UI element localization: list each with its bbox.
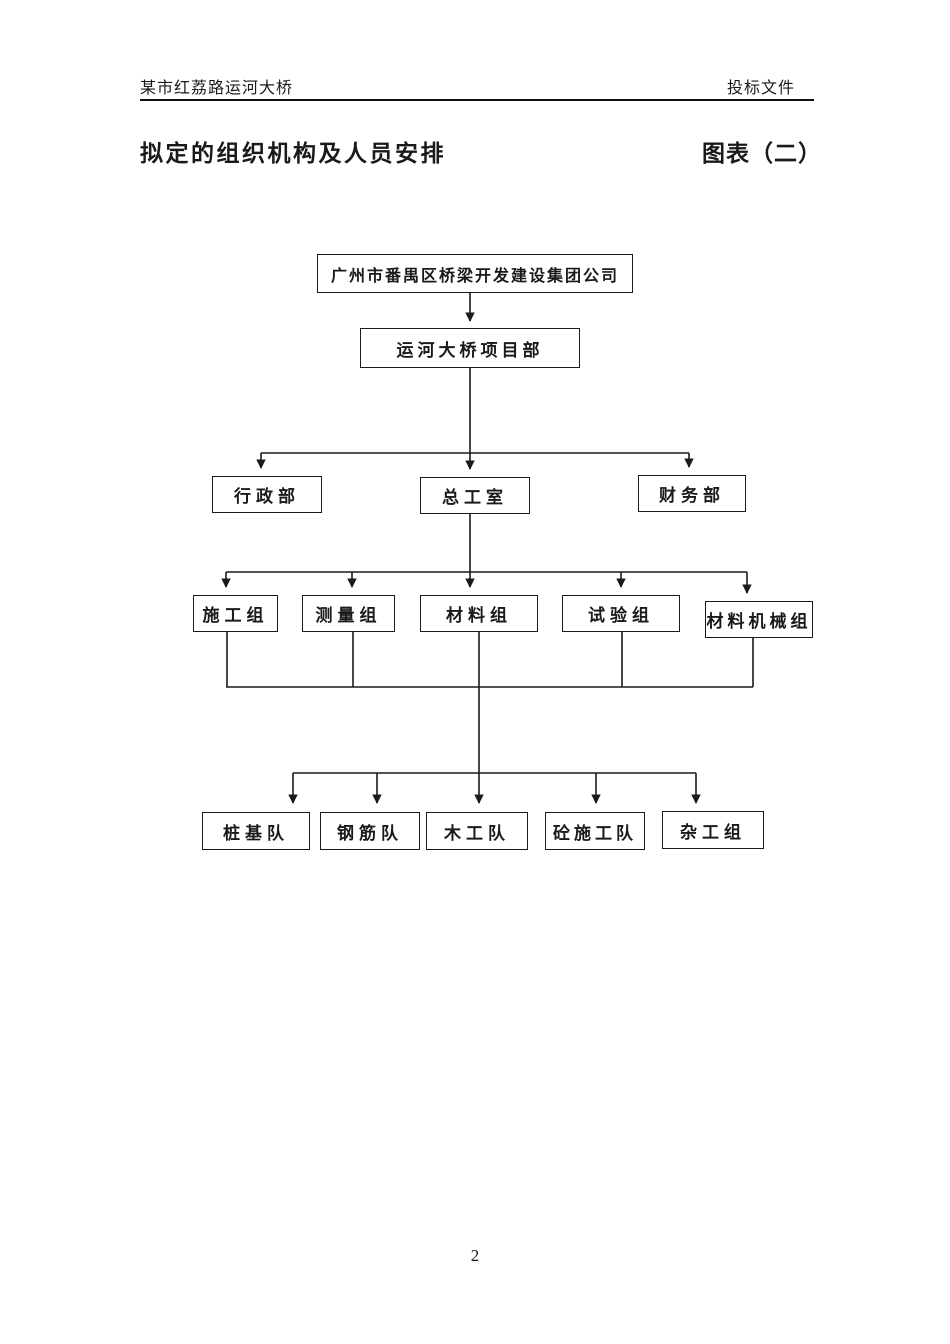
org-node-project-dept: 运河大桥项目部 xyxy=(360,328,580,368)
connector-arrow-lines xyxy=(221,293,752,804)
org-node-label: 行政部 xyxy=(234,487,300,506)
org-chart: 广州市番禺区桥梁开发建设集团公司 运河大桥项目部 行政部 总工室 财务部 施工组… xyxy=(193,254,813,850)
org-node-label: 运河大桥项目部 xyxy=(396,340,544,360)
org-node-rebar-team: 钢筋队 xyxy=(320,812,420,850)
header-rule xyxy=(140,99,814,102)
org-node-concrete-team: 砼施工队 xyxy=(545,812,645,850)
header-right-text: 投标文件 xyxy=(726,80,795,97)
org-node-label: 杂工组 xyxy=(680,822,746,842)
org-node-label: 桩基队 xyxy=(223,823,289,843)
org-node-pile-foundation-team: 桩基队 xyxy=(202,812,310,850)
org-node-label: 砼施工队 xyxy=(553,823,637,843)
org-node-carpentry-team: 木工队 xyxy=(426,812,528,850)
org-node-misc-work-team: 杂工组 xyxy=(662,811,764,849)
org-node-label: 材料组 xyxy=(446,606,512,625)
org-chart-connectors xyxy=(221,293,754,804)
chart-index-label: 图表（二） xyxy=(702,141,822,166)
connector-plain-lines xyxy=(226,452,754,774)
org-node-material-group: 材料组 xyxy=(420,595,538,632)
org-node-label: 广州市番禺区桥梁开发建设集团公司 xyxy=(330,267,619,285)
org-node-label: 材料机械组 xyxy=(706,612,812,631)
org-node-survey-group: 测量组 xyxy=(302,595,395,632)
org-node-construction-group: 施工组 xyxy=(193,595,278,632)
org-node-label: 施工组 xyxy=(202,606,269,625)
org-node-admin-dept: 行政部 xyxy=(212,476,322,513)
org-node-material-machinery-group: 材料机械组 xyxy=(705,601,813,638)
org-node-test-group: 试验组 xyxy=(562,595,680,632)
header-left-text: 某市红荔路运河大桥 xyxy=(140,80,294,97)
org-node-label: 财务部 xyxy=(659,486,725,505)
org-node-company-root: 广州市番禺区桥梁开发建设集团公司 xyxy=(317,254,633,293)
page-number: 2 xyxy=(470,1246,480,1265)
org-node-label: 总工室 xyxy=(442,488,508,507)
org-node-chief-engineer-office: 总工室 xyxy=(420,477,530,514)
page-title: 拟定的组织机构及人员安排 xyxy=(140,141,446,166)
org-node-label: 木工队 xyxy=(444,823,510,843)
org-node-label: 试验组 xyxy=(588,606,654,625)
org-node-label: 测量组 xyxy=(315,606,382,625)
org-node-label: 钢筋队 xyxy=(337,823,403,843)
org-node-finance-dept: 财务部 xyxy=(638,475,746,512)
